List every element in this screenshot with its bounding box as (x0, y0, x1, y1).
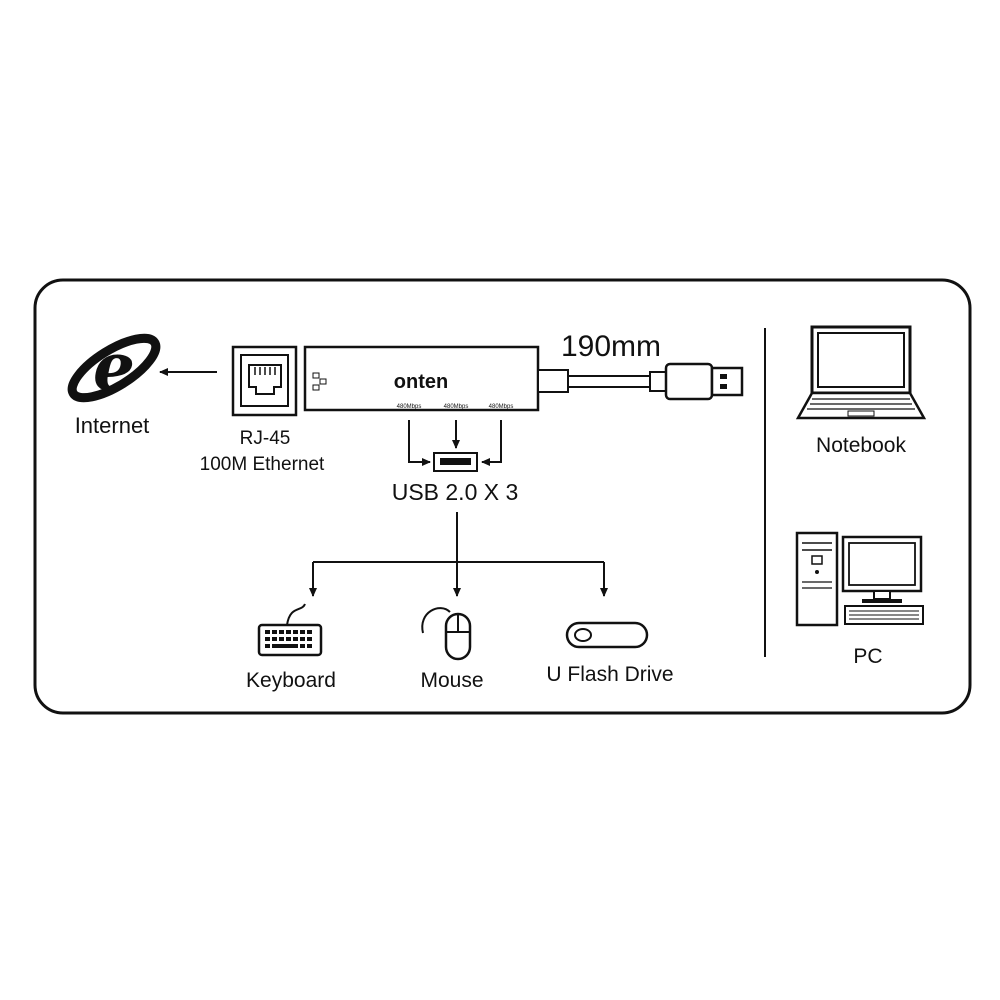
port-speed-2: 480Mbps (444, 404, 469, 410)
usb-ports-label: USB 2.0 X 3 (392, 479, 519, 505)
flash-drive-icon (565, 621, 649, 649)
mouse-label: Mouse (420, 669, 483, 692)
port-speed-1: 480Mbps (397, 404, 422, 410)
pc-label: PC (853, 645, 882, 668)
usb-port-icon (433, 452, 478, 472)
cable-length-label: 190mm (561, 330, 661, 363)
desktop-pc-icon (795, 531, 924, 627)
svg-text:e: e (93, 328, 135, 406)
network-icon (312, 372, 327, 391)
rj45-label: RJ-45 (240, 428, 291, 449)
brand-logo: onten (394, 371, 448, 393)
laptop-icon (795, 325, 927, 420)
keyboard-label: Keyboard (246, 669, 336, 692)
flash-drive-label: U Flash Drive (546, 663, 673, 686)
ethernet-port-icon (231, 345, 298, 417)
internet-label: Internet (75, 413, 150, 438)
mouse-icon (421, 607, 472, 661)
port-speed-3: 480Mbps (489, 404, 514, 410)
usb-cable (537, 369, 667, 393)
ethernet-speed-label: 100M Ethernet (200, 454, 325, 475)
port-arrow-left (408, 420, 431, 466)
internet-explorer-icon: e (67, 328, 161, 406)
keyboard-icon (257, 603, 323, 657)
usb-plug-icon (664, 362, 744, 401)
port-arrow-right (481, 420, 502, 466)
notebook-label: Notebook (816, 434, 906, 457)
